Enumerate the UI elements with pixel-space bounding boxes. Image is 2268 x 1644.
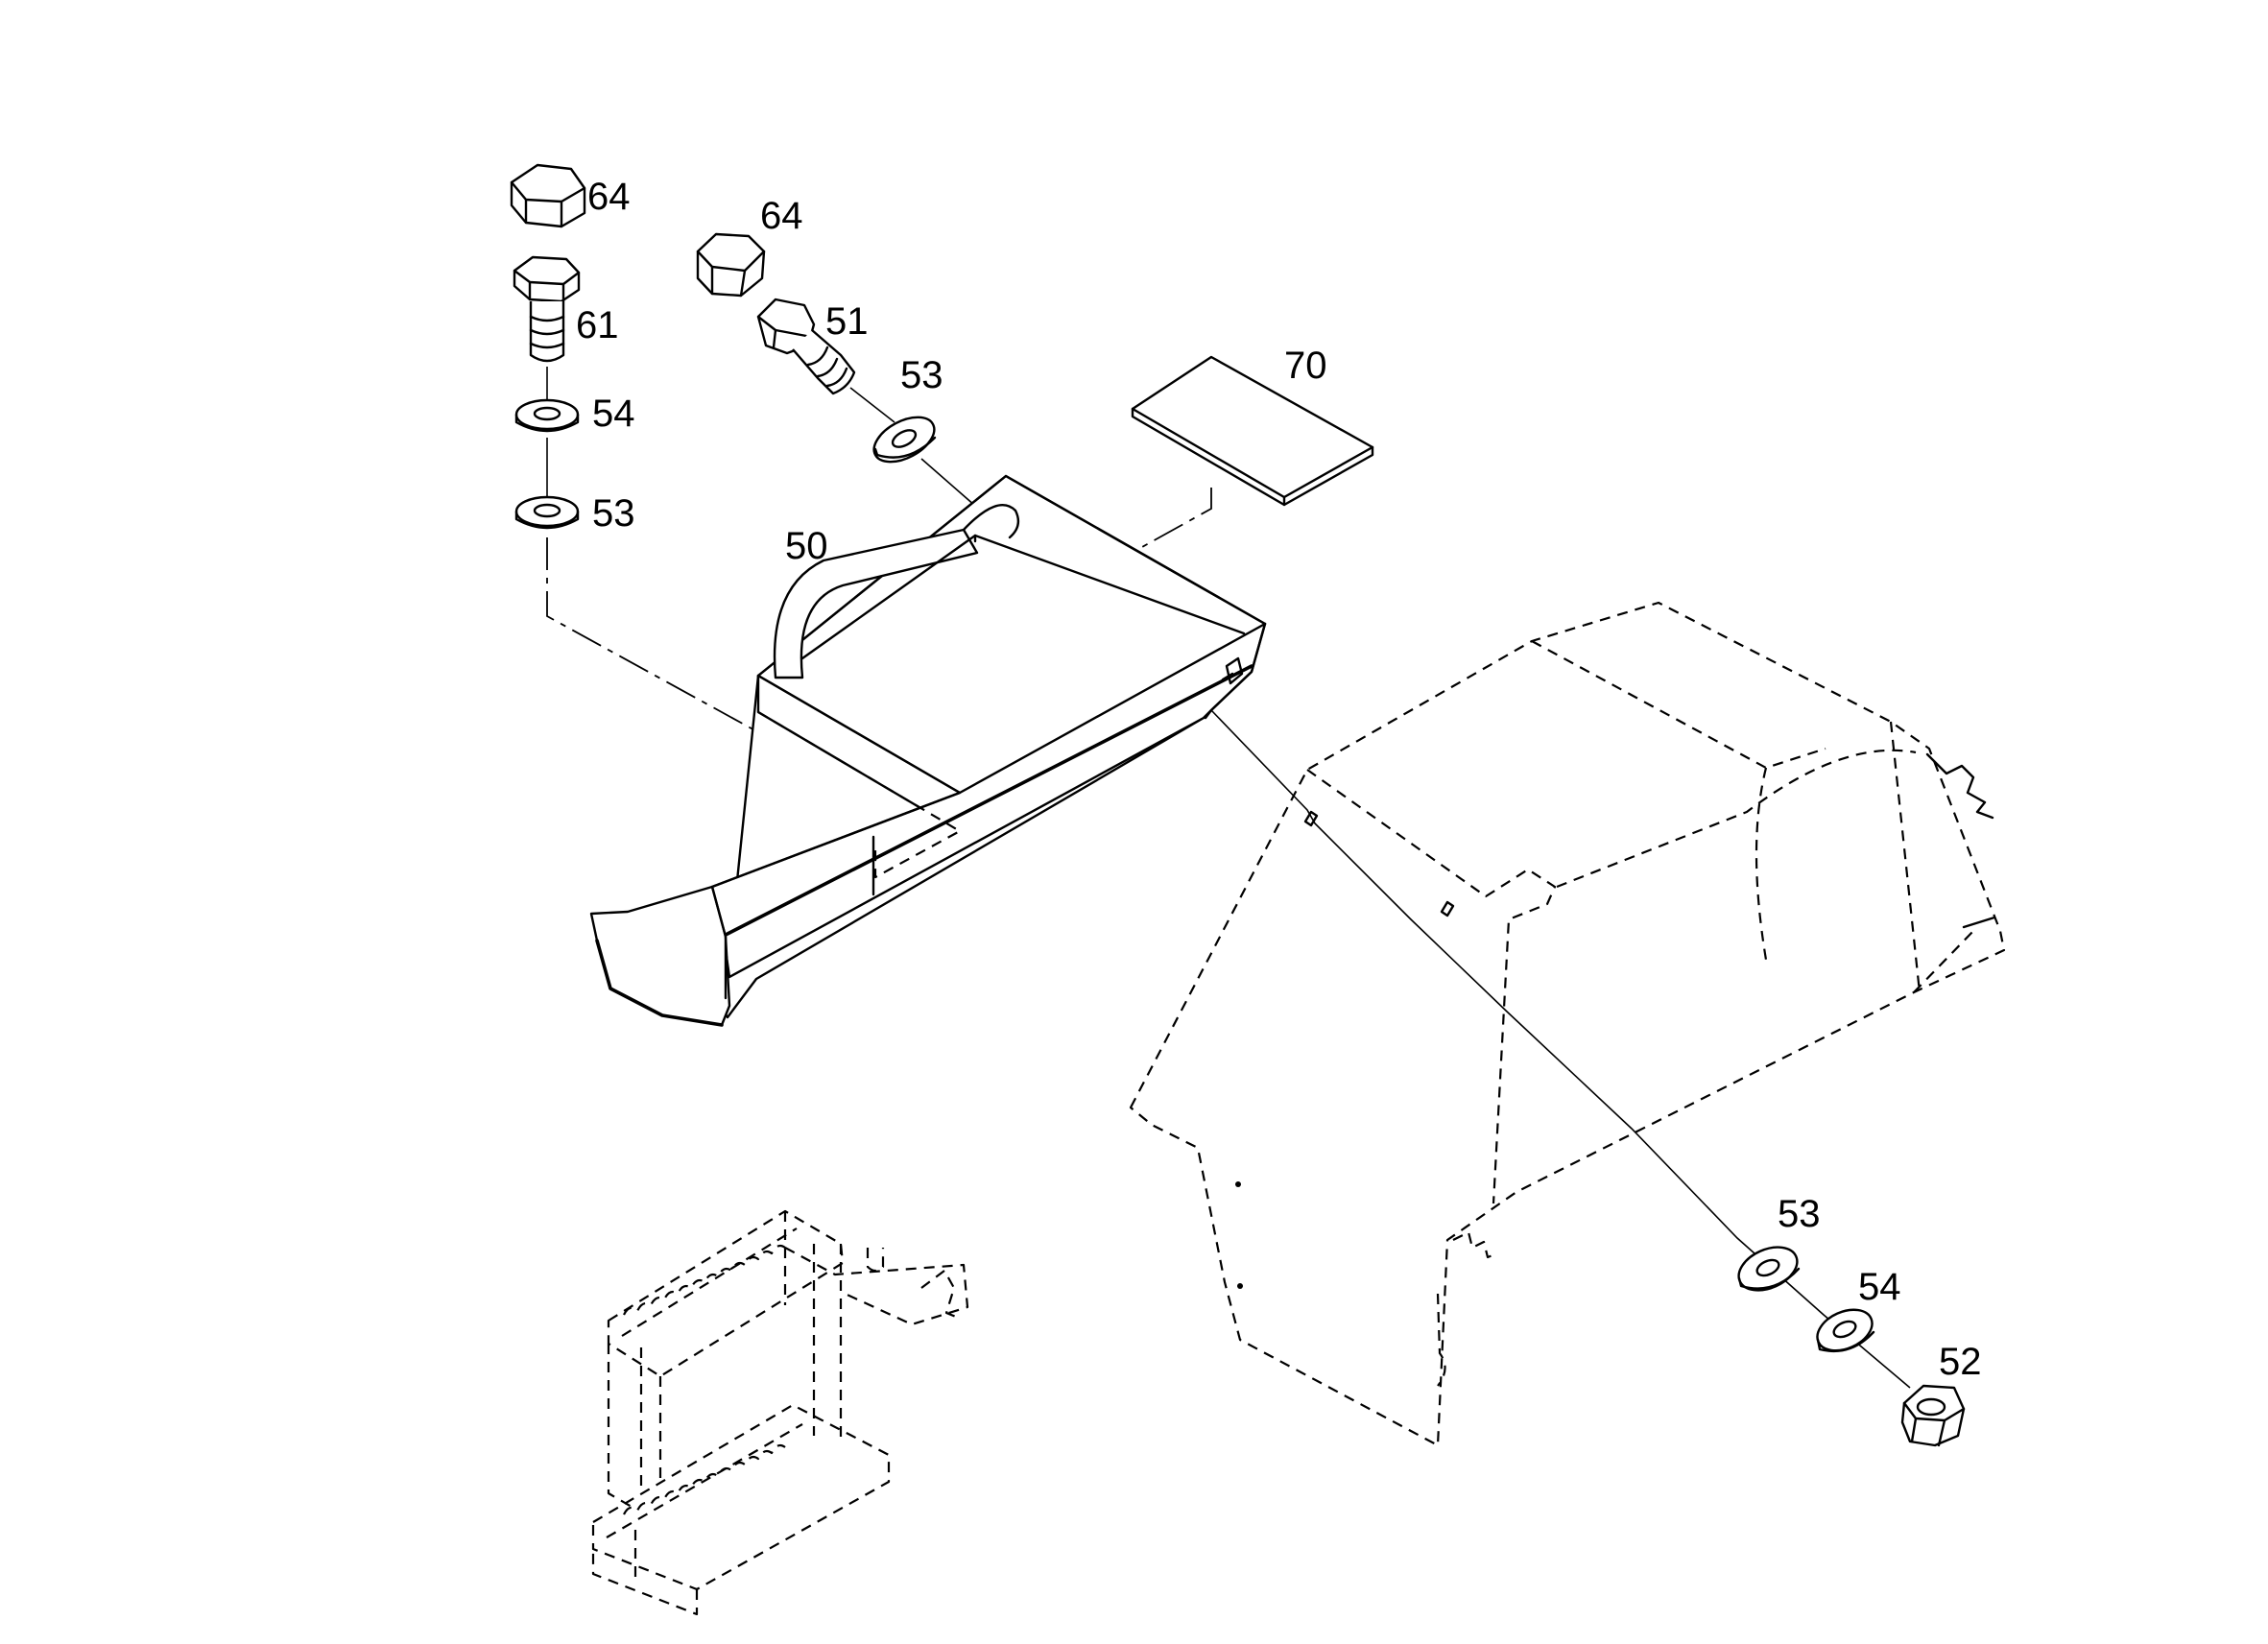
part-label-61: 61 (576, 304, 619, 346)
hidden-edge (757, 711, 962, 879)
part-label-53: 53 (900, 354, 943, 396)
axis-line (849, 387, 895, 423)
part-label-52: 52 (1939, 1341, 1982, 1383)
part-label-53: 53 (1778, 1193, 1821, 1235)
washer-icon (514, 495, 580, 530)
part-label-50: 50 (785, 525, 828, 567)
part-label-53: 53 (592, 492, 635, 535)
hex-cap-nut-icon (510, 163, 586, 228)
part-label-54: 54 (592, 393, 635, 435)
part-label-51: 51 (825, 300, 869, 343)
washer-icon (514, 398, 580, 433)
hex-bolt-icon (513, 255, 581, 363)
hex-bolt-icon (756, 298, 856, 395)
engine-housing (1129, 601, 2006, 1447)
hex-nut-icon (1900, 1384, 1966, 1447)
decal-plate-icon (1131, 355, 1374, 507)
washer-icon (1737, 1246, 1801, 1292)
washer-icon (872, 416, 937, 464)
part-label-70: 70 (1284, 345, 1327, 387)
hex-cap-nut-icon (696, 232, 766, 298)
bolt-axis-line (1210, 709, 1911, 1389)
bracket-bar-icon (589, 474, 1267, 1027)
part-label-54: 54 (1858, 1266, 1901, 1308)
ladder-bracket (591, 1209, 969, 1616)
washer-icon (1816, 1308, 1875, 1353)
part-label-64: 64 (760, 195, 803, 237)
part-label-64: 64 (587, 176, 631, 218)
